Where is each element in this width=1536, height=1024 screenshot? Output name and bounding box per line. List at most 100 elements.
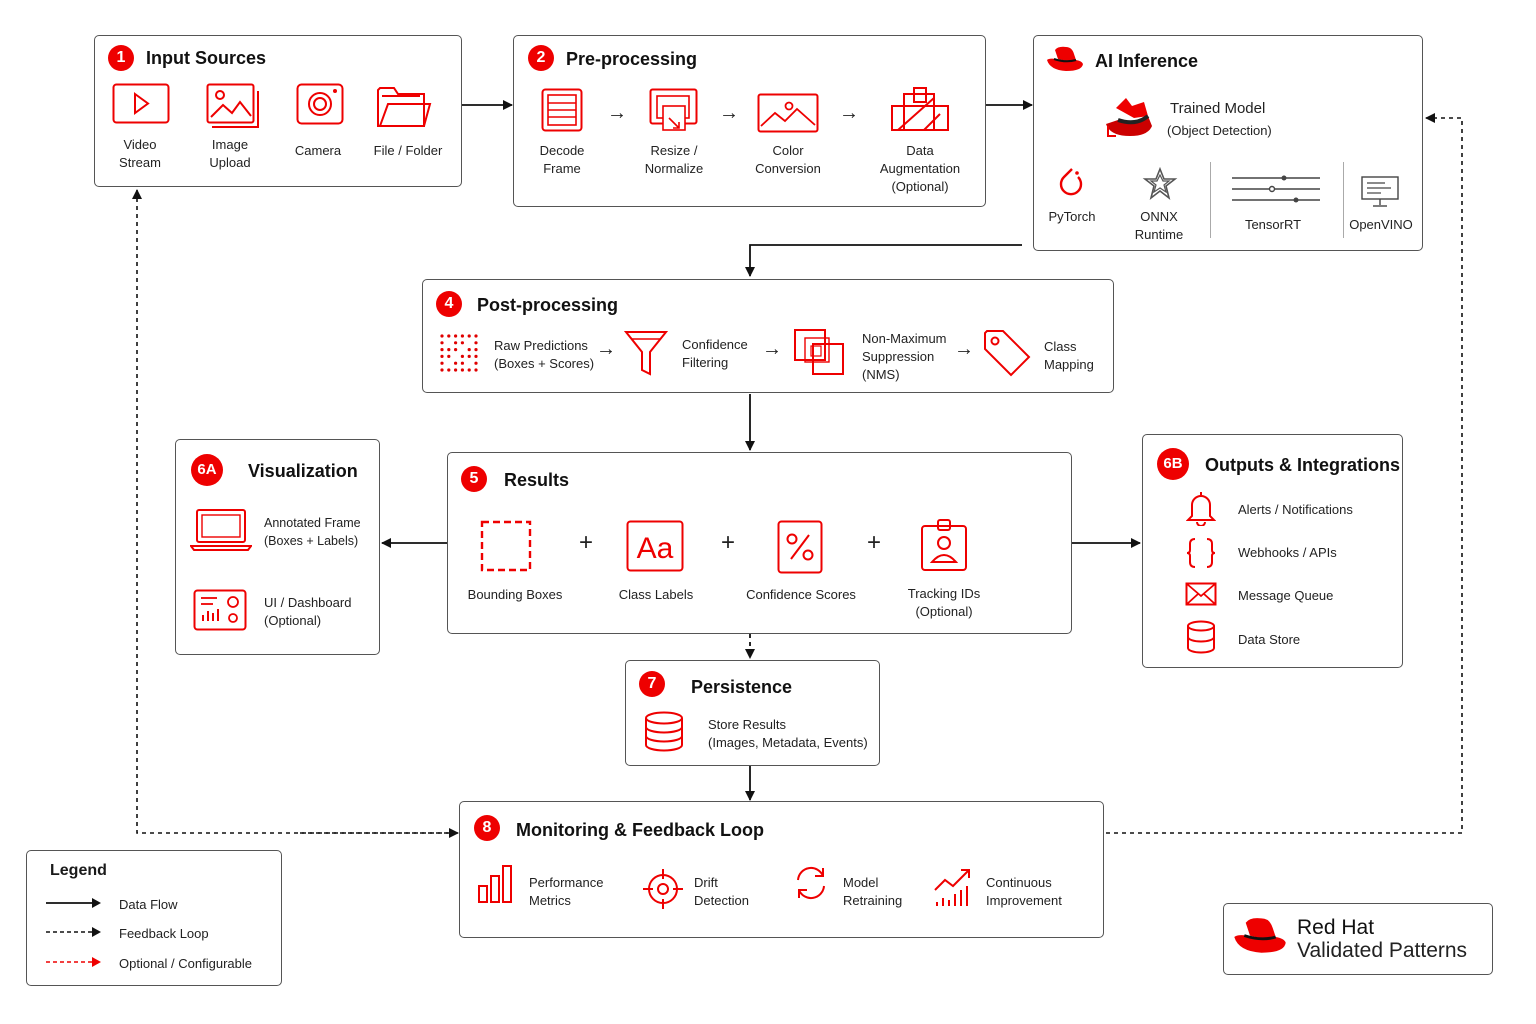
braces-icon (1186, 537, 1216, 569)
post-label-raw: Raw Predictions(Boxes + Scores) (494, 338, 595, 371)
output-label-queue: Message Queue (1238, 588, 1334, 603)
dot (447, 354, 451, 358)
brand-name: Red Hat (1297, 916, 1375, 939)
dashboard-icon (193, 589, 247, 631)
step-badge-2: 2 (528, 45, 554, 71)
result-label-classes: Class Labels (618, 587, 694, 602)
dot (467, 348, 471, 352)
dot (460, 361, 464, 365)
trained-model-icon (1104, 96, 1154, 140)
dot (467, 354, 471, 358)
pre-arrow-3: → (839, 102, 859, 124)
step-badge-7: 7 (639, 671, 665, 697)
dot (440, 361, 444, 365)
panel-title-results: Results (504, 470, 570, 490)
ai-inference-panel (1033, 35, 1423, 251)
input-label-camera: Camera (294, 143, 342, 158)
step-badge-6b: 6B (1157, 448, 1189, 480)
folder-icon (376, 84, 432, 128)
input-sources-panel (94, 35, 462, 187)
video-play-icon (112, 83, 170, 125)
dot (454, 334, 458, 338)
runtime-label-pytorch: PyTorch (1048, 209, 1096, 224)
resize-icon (649, 88, 699, 132)
panel-title-monitoring: Monitoring & Feedback Loop (516, 820, 764, 840)
panel-title-visualization: Visualization (248, 461, 358, 481)
post-arrow-3: → (954, 338, 974, 360)
step-badge-1: 1 (108, 45, 134, 71)
trend-up-icon (933, 866, 973, 908)
legend-label-data-flow: Data Flow (119, 897, 178, 912)
percent-icon (777, 520, 823, 574)
trained-model-subtitle: (Object Detection) (1167, 123, 1272, 138)
redhat-logo-icon (1046, 46, 1084, 74)
color-image-icon (757, 93, 819, 133)
openvino-icon (1361, 176, 1399, 208)
pre-label-resize: Resize /Normalize (644, 143, 704, 176)
crosshair-icon (642, 868, 684, 910)
legend-title: Legend (50, 862, 107, 879)
panel-title-preprocessing: Pre-processing (566, 49, 698, 69)
dot (474, 348, 478, 352)
redhat-logo-icon (1232, 917, 1288, 957)
viz-label-annotated: Annotated Frame(Boxes + Labels) (264, 516, 361, 548)
pre-arrow-1: → (607, 102, 627, 124)
dot (440, 348, 444, 352)
refresh-icon (792, 864, 830, 902)
dot (460, 334, 464, 338)
dot (454, 361, 458, 365)
svg-text:Aa: Aa (637, 532, 674, 565)
monitoring-panel (459, 801, 1104, 938)
pytorch-icon (1059, 167, 1085, 197)
text-aa-icon: Aa (626, 520, 684, 572)
post-arrow-2: → (762, 338, 782, 360)
panel-title-input-sources: Input Sources (146, 48, 267, 68)
image-icon (206, 83, 260, 129)
legend-solid-line (46, 897, 102, 909)
tensorrt-icon (1232, 174, 1322, 204)
output-label-webhooks: Webhooks / APIs (1238, 545, 1337, 560)
bar-chart-icon (477, 864, 513, 904)
onnx-icon (1142, 167, 1178, 201)
dot (474, 334, 478, 338)
decode-frame-icon (541, 88, 583, 132)
dot (454, 341, 458, 345)
step-badge-5: 5 (461, 466, 487, 492)
step-badge-6a: 6A (191, 454, 223, 486)
dot (440, 341, 444, 345)
tag-icon (983, 329, 1031, 377)
runtime-label-openvino: OpenVINO (1349, 217, 1413, 232)
overlap-boxes-icon (793, 328, 845, 376)
envelope-icon (1185, 582, 1217, 606)
legend-dashed-line (46, 926, 102, 938)
output-label-datastore: Data Store (1238, 632, 1301, 647)
panel-title-outputs: Outputs & Integrations (1205, 455, 1400, 475)
dot (460, 341, 464, 345)
input-label-folder: File / Folder (373, 143, 443, 158)
laptop-icon (190, 508, 252, 552)
dot (454, 368, 458, 372)
result-plus-3: + (866, 529, 881, 556)
dot (467, 368, 471, 372)
dot (447, 368, 451, 372)
persistence-label: Store Results(Images, Metadata, Events) (708, 717, 868, 750)
result-plus-1: + (578, 529, 593, 556)
panel-title-persistence: Persistence (691, 677, 793, 697)
postprocessing-panel (422, 279, 1114, 393)
legend-panel (26, 850, 282, 986)
dot (440, 368, 444, 372)
dot (467, 334, 471, 338)
dot (460, 354, 464, 358)
panel-title-ai-inference: AI Inference (1095, 51, 1199, 71)
